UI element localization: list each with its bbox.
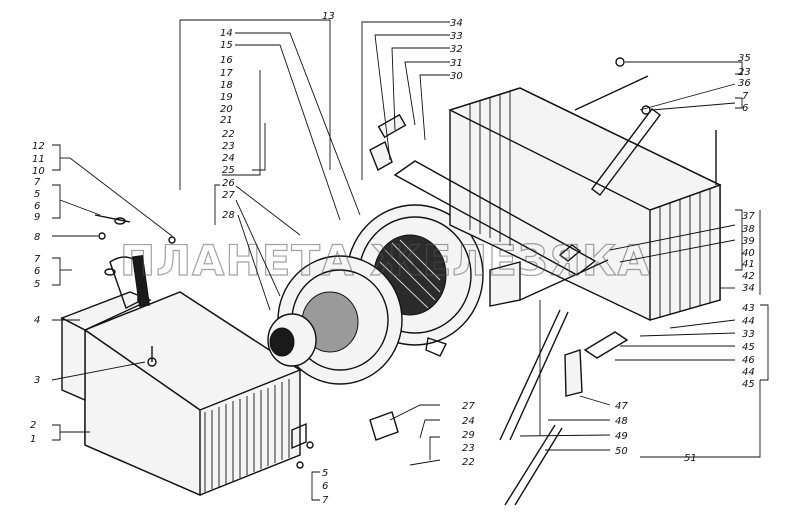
label-7: 7 <box>322 495 329 506</box>
label-42: 42 <box>742 271 755 282</box>
label-27: 27 <box>222 190 235 201</box>
label-29: 29 <box>462 430 475 441</box>
label-2: 2 <box>30 420 36 431</box>
fan-motor-assembly <box>267 204 484 385</box>
label-1: 1 <box>30 434 36 445</box>
label-15: 15 <box>220 40 233 51</box>
label-25: 25 <box>222 165 235 176</box>
label-21: 21 <box>220 115 233 126</box>
label-28: 28 <box>222 210 235 221</box>
heater-housing <box>60 254 307 497</box>
label-11: 11 <box>32 154 45 165</box>
label-13: 13 <box>322 11 335 22</box>
label-45: 45 <box>742 342 755 353</box>
label-33: 33 <box>742 329 755 340</box>
label-31: 31 <box>450 58 463 69</box>
label-38: 38 <box>742 224 755 235</box>
pipes-and-fittings <box>94 57 661 506</box>
label-19: 19 <box>220 92 233 103</box>
label-7: 7 <box>742 91 749 102</box>
label-23: 23 <box>462 443 475 454</box>
label-6: 6 <box>742 103 748 114</box>
label-8: 8 <box>34 232 40 243</box>
label-34: 34 <box>450 18 463 29</box>
label-5: 5 <box>34 279 40 290</box>
radiator-core <box>448 87 722 321</box>
label-24: 24 <box>462 416 475 427</box>
label-48: 48 <box>615 416 628 427</box>
label-39: 39 <box>742 236 755 247</box>
label-35: 35 <box>738 53 751 64</box>
label-49: 49 <box>615 431 628 442</box>
label-37: 37 <box>742 211 755 222</box>
label-34: 34 <box>742 283 755 294</box>
label-23: 23 <box>738 67 751 78</box>
label-41: 41 <box>742 259 755 270</box>
label-5: 5 <box>322 468 328 479</box>
label-7: 7 <box>34 177 41 188</box>
label-12: 12 <box>32 141 45 152</box>
part-labels: 12 11 10 7 5 6 9 8 7 6 5 4 3 2 1 13 14 1… <box>30 11 755 506</box>
leader-lines <box>51 19 769 501</box>
label-30: 30 <box>450 71 463 82</box>
label-51: 51 <box>684 453 697 464</box>
label-44: 44 <box>742 367 755 378</box>
label-43: 43 <box>742 303 755 314</box>
label-26: 26 <box>222 178 235 189</box>
label-33: 33 <box>450 31 463 42</box>
label-40: 40 <box>742 248 755 259</box>
label-3: 3 <box>34 375 40 386</box>
label-4: 4 <box>34 315 40 326</box>
label-50: 50 <box>615 446 628 457</box>
label-7: 7 <box>34 254 41 265</box>
watermark: ПЛАНЕТА ЖЕЛЕЗЯКА <box>120 236 651 285</box>
label-45: 45 <box>742 379 755 390</box>
label-47: 47 <box>615 401 628 412</box>
label-44: 44 <box>742 316 755 327</box>
label-16: 16 <box>220 55 233 66</box>
label-17: 17 <box>220 68 233 79</box>
label-14: 14 <box>220 28 233 39</box>
label-46: 46 <box>742 355 755 366</box>
label-5: 5 <box>34 189 40 200</box>
label-6: 6 <box>34 266 40 277</box>
label-24: 24 <box>222 153 235 164</box>
label-6: 6 <box>322 481 328 492</box>
label-22: 22 <box>222 129 235 140</box>
label-20: 20 <box>220 104 233 115</box>
label-10: 10 <box>32 166 45 177</box>
label-32: 32 <box>450 44 463 55</box>
label-27: 27 <box>462 401 475 412</box>
label-23: 23 <box>222 141 235 152</box>
label-18: 18 <box>220 80 233 91</box>
label-36: 36 <box>738 78 751 89</box>
label-22: 22 <box>462 457 475 468</box>
label-6: 6 <box>34 201 40 212</box>
label-9: 9 <box>34 212 40 223</box>
